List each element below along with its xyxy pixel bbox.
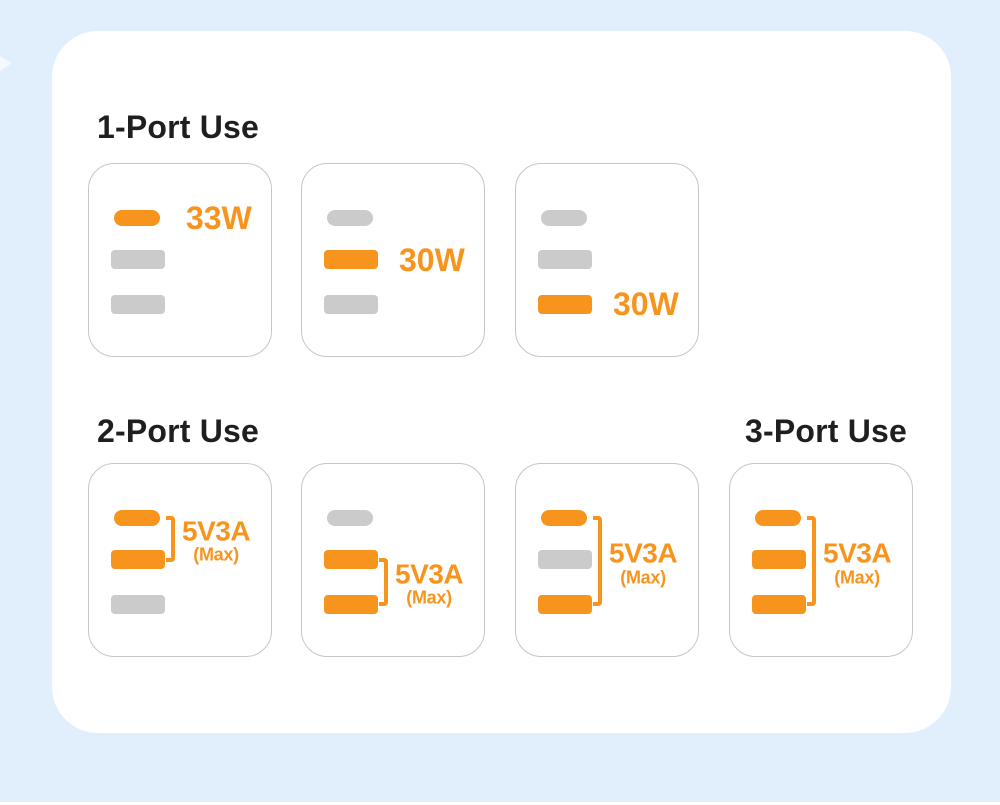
usb-a-port-icon [538, 294, 592, 314]
bracket-label-group: 5V3A(Max) [395, 558, 464, 608]
output-max-label: (Max) [620, 566, 666, 587]
usb-a-port-icon [752, 594, 806, 614]
port-group-bracket [807, 516, 816, 606]
usb-c-port-icon [114, 210, 160, 226]
bracket-label-group: 5V3A(Max) [609, 537, 678, 587]
bracket-label-group: 5V3A(Max) [182, 515, 251, 565]
usb-a-port-icon [538, 250, 592, 269]
usb-a-port-icon [324, 594, 378, 614]
usb-a-port-icon [752, 550, 806, 569]
usb-a-port-icon [538, 550, 592, 569]
output-label: 5V3A [823, 537, 892, 569]
usb-a-port-icon [324, 294, 378, 314]
wattage-label: 30W [399, 241, 465, 278]
usb-c-port-icon [541, 210, 587, 226]
usb-c-port-icon [327, 210, 373, 226]
usb-c-port-icon [327, 510, 373, 526]
wattage-label: 33W [186, 200, 252, 236]
bracket-label-group: 5V3A(Max) [823, 537, 892, 587]
usb-a-port-icon [538, 594, 592, 614]
charger-card-2: 30W [301, 163, 485, 357]
charger-card-5: 5V3A(Max) [301, 463, 485, 657]
port-group-bracket [379, 557, 388, 606]
charger-card-3: 30W [515, 163, 699, 357]
usb-a-port-icon [111, 294, 165, 314]
charger-card-1: 33W [88, 163, 272, 357]
charger-card-6: 5V3A(Max) [515, 463, 699, 657]
port-group-bracket [166, 516, 175, 562]
output-max-label: (Max) [406, 587, 452, 608]
section-title-1-port: 1-Port Use [97, 109, 260, 145]
charger-card-7: 5V3A(Max) [729, 463, 913, 657]
usb-a-port-icon [324, 550, 378, 569]
usb-a-port-icon [111, 250, 165, 269]
section-title-2-port: 2-Port Use [97, 413, 260, 449]
output-label: 5V3A [609, 537, 678, 569]
usb-c-port-icon [755, 510, 801, 526]
content-panel: 1-Port Use 2-Port Use 3-Port Use 33W 30W 3… [52, 31, 951, 733]
usb-a-port-icon [324, 250, 378, 269]
usb-c-port-icon [114, 510, 160, 526]
wattage-label: 30W [613, 286, 679, 322]
output-max-label: (Max) [193, 544, 239, 565]
bottom-edge-strip [0, 802, 1000, 805]
usb-c-port-icon [541, 510, 587, 526]
output-label: 5V3A [182, 515, 251, 547]
output-label: 5V3A [395, 558, 464, 590]
port-group-bracket [593, 516, 602, 606]
output-max-label: (Max) [834, 566, 880, 587]
decorative-triangle-icon [0, 56, 12, 71]
usb-a-port-icon [111, 594, 165, 614]
charger-card-4: 5V3A(Max) [88, 463, 272, 657]
section-title-3-port: 3-Port Use [745, 413, 908, 449]
usb-a-port-icon [111, 550, 165, 569]
